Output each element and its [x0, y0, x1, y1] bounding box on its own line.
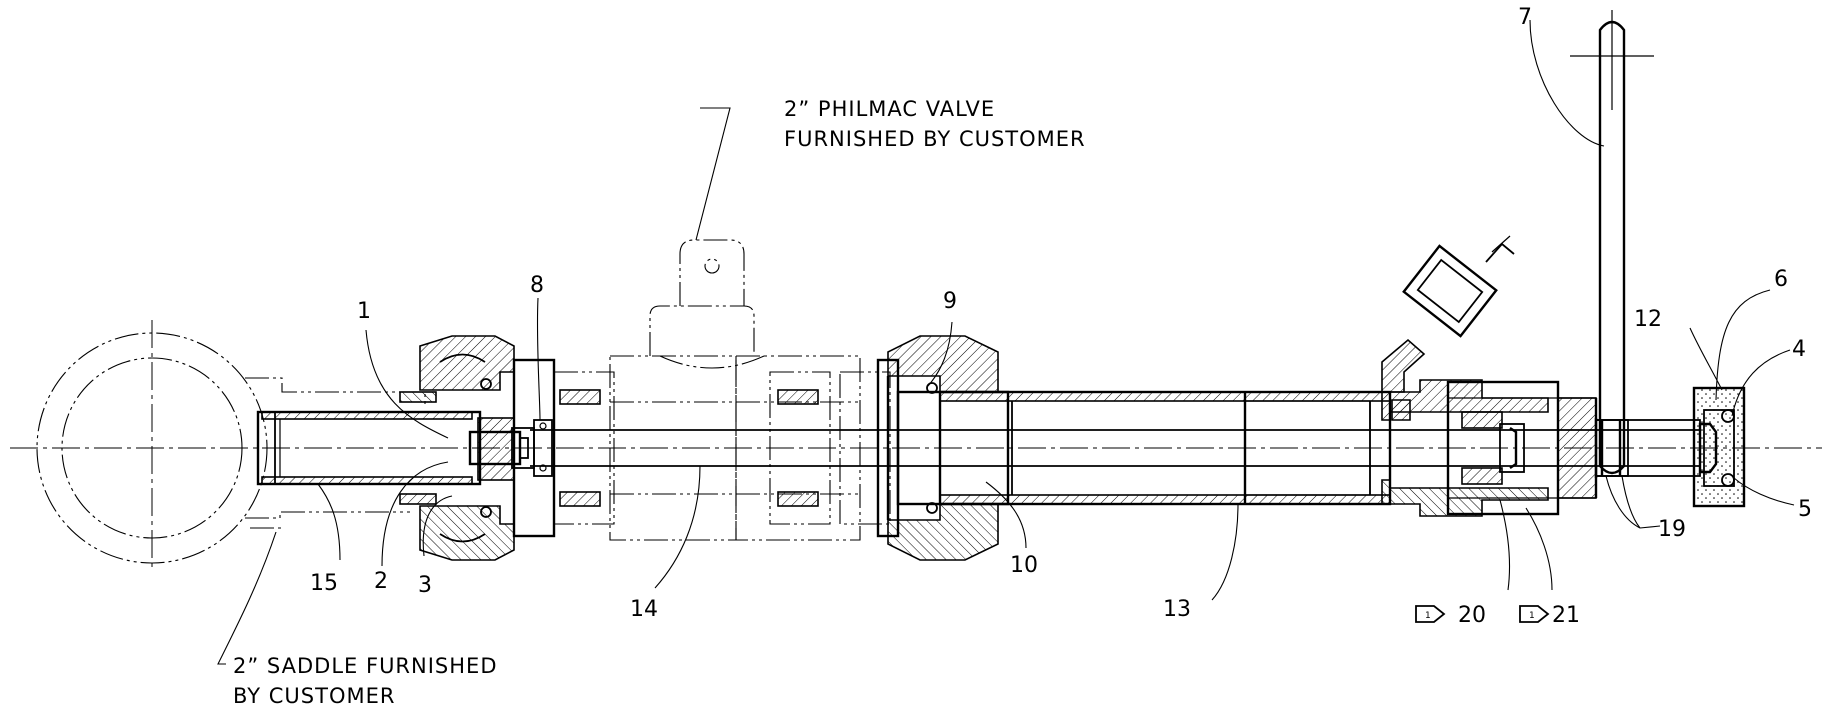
saddle-note-line2: BY CUSTOMER — [233, 684, 395, 708]
item-19-label: 19 — [1658, 517, 1686, 542]
item-15-label: 15 — [310, 571, 338, 596]
item-8-label: 8 — [530, 273, 544, 298]
ratchet-handle — [1570, 10, 1654, 477]
item-9-label: 9 — [943, 289, 957, 314]
item-6-label: 6 — [1774, 267, 1788, 292]
item-21-label: 21 — [1552, 603, 1580, 628]
item-14-label: 14 — [630, 597, 658, 622]
compression-nut-left — [399, 335, 515, 561]
valve-note-line2: FURNISHED BY CUSTOMER — [784, 127, 1086, 151]
item-12-label: 12 — [1634, 307, 1662, 332]
philmac-valve — [609, 239, 861, 541]
main-pipe-phantom — [36, 320, 426, 572]
item-7-label: 7 — [1518, 5, 1532, 30]
valve-note-line1: 2” PHILMAC VALVE — [784, 97, 995, 121]
compression-nut-right — [886, 335, 1010, 561]
flag-note-21: 1 — [1529, 611, 1535, 621]
item-3-label: 3 — [418, 573, 432, 598]
item-20-label: 20 — [1458, 603, 1486, 628]
item-10-label: 10 — [1010, 553, 1038, 578]
item-2-label: 2 — [374, 569, 388, 594]
item-20-callout: 1 20 — [1415, 603, 1486, 628]
flag-note-20: 1 — [1425, 611, 1431, 621]
item-1-label: 1 — [357, 299, 371, 324]
cutter-assembly — [468, 417, 553, 481]
item-4-label: 4 — [1792, 337, 1806, 362]
bearing-end — [1692, 386, 1746, 508]
saddle-note-line1: 2” SADDLE FURNISHED — [233, 654, 498, 678]
adapter-left — [512, 358, 615, 538]
item-13-label: 13 — [1163, 597, 1191, 622]
leader-lines — [217, 19, 1795, 665]
item-5-label: 5 — [1798, 497, 1812, 522]
packing-housing — [1381, 379, 1598, 517]
item-21-callout: 1 21 — [1519, 603, 1580, 628]
